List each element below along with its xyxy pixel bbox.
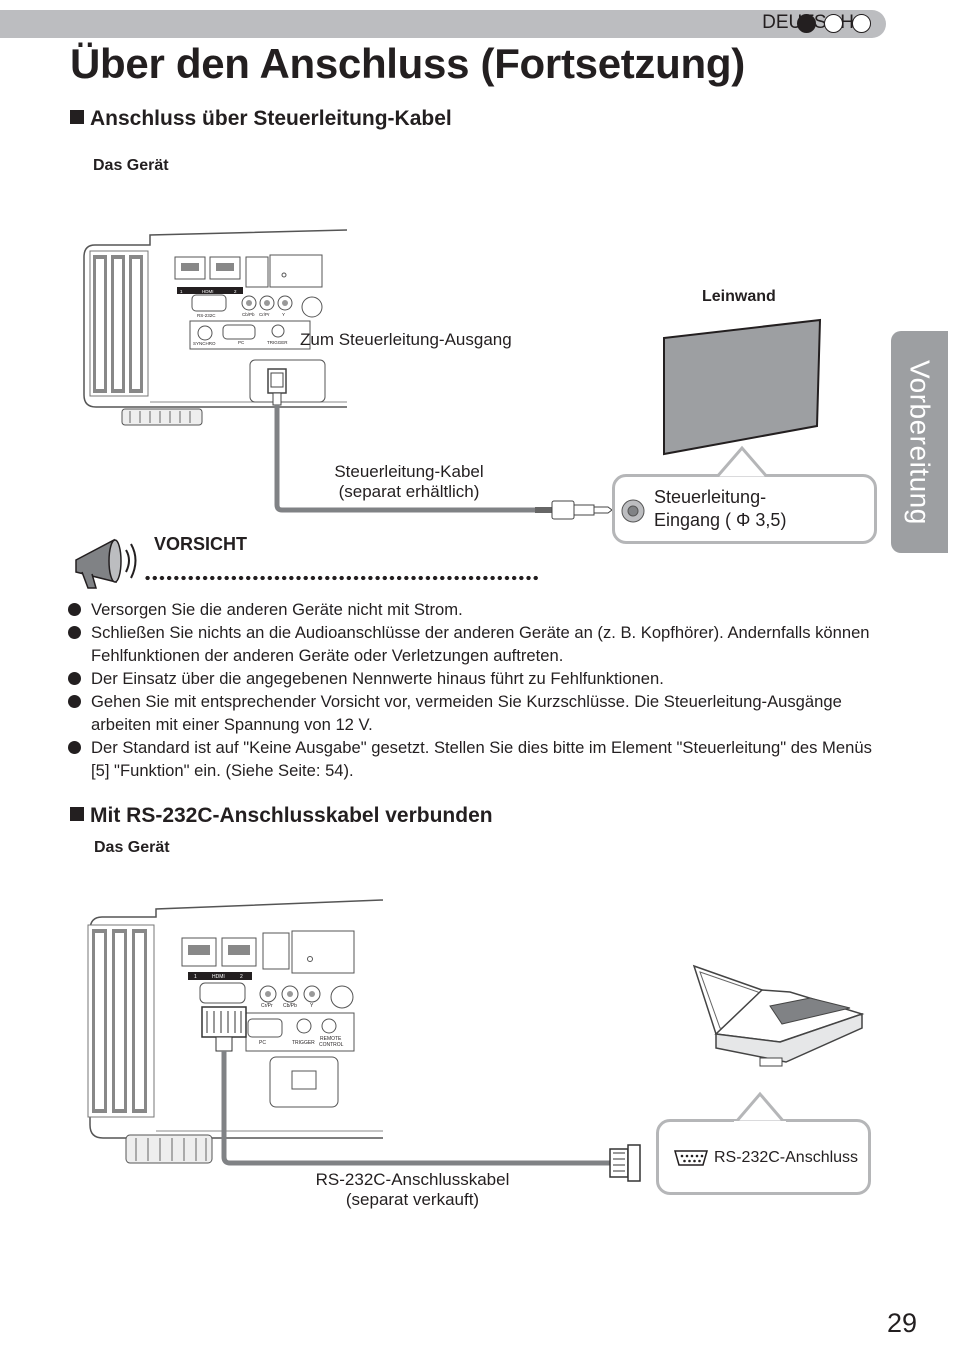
svg-text:Y: Y	[310, 1003, 314, 1009]
rs232c-cable-label: RS-232C-Anschlusskabel (separat verkauft…	[315, 1170, 510, 1209]
caution-heading: VORSICHT	[154, 534, 248, 554]
language-indicator-active	[797, 14, 816, 33]
svg-text:HDMI: HDMI	[202, 289, 214, 294]
svg-text:PC: PC	[238, 340, 245, 345]
rs232c-port-label: RS-232C-Anschluss	[714, 1149, 859, 1166]
panel-labels: 1 HDMI 2 Cr/Pr Cb/Pb Y PC TRIGGER REMOTE…	[194, 974, 344, 1048]
projector-control-cable-diagram: 1 HDMI 2 RS-232C Cb/Pb Cr/Pr Y SYNCHRO P…	[83, 229, 613, 520]
section-heading-rs232c: Mit RS-232C-Anschlusskabel verbunden	[70, 804, 493, 828]
svg-text:RS-232C: RS-232C	[197, 313, 216, 318]
section-heading-control-cable: Anschluss über Steuerleitung-Kabel	[70, 107, 452, 131]
megaphone-icon	[75, 538, 137, 589]
jack-icon	[621, 499, 645, 523]
list-item: Der Standard ist auf "Keine Ausgabe" ges…	[68, 736, 888, 782]
svg-text:TRIGGER: TRIGGER	[292, 1040, 315, 1046]
svg-text:2: 2	[240, 974, 243, 980]
svg-text:Cb/Pb: Cb/Pb	[283, 1003, 297, 1009]
svg-text:2: 2	[234, 289, 237, 294]
svg-text:Cb/Pb: Cb/Pb	[242, 312, 255, 317]
callout-pointer	[714, 445, 770, 480]
svg-text:1: 1	[194, 974, 197, 980]
svg-text:SYNCHRO: SYNCHRO	[193, 341, 216, 346]
laptop-image	[692, 964, 865, 1067]
svg-text:Cr/Pr: Cr/Pr	[259, 312, 270, 317]
svg-text:CONTROL: CONTROL	[319, 1042, 344, 1048]
list-item: Versorgen Sie die anderen Geräte nicht m…	[68, 598, 888, 621]
page-number: 29	[886, 1308, 917, 1338]
list-item: Gehen Sie mit entsprechender Vorsicht vo…	[68, 690, 888, 736]
side-tab	[891, 331, 948, 553]
svg-text:Y: Y	[282, 312, 285, 317]
panel-labels: 1 HDMI 2 RS-232C Cb/Pb Cr/Pr Y SYNCHRO P…	[180, 289, 288, 346]
list-item: Schließen Sie nichts an die Audioanschlü…	[68, 621, 888, 667]
page-title: Über den Anschluss (Fortsetzung)	[70, 40, 745, 87]
screen-label: Leinwand	[702, 288, 776, 305]
svg-text:Cr/Pr: Cr/Pr	[261, 1003, 273, 1009]
language-bar	[0, 10, 886, 38]
serial-port-icon	[674, 1150, 708, 1166]
svg-text:1: 1	[180, 289, 183, 294]
output-label: Zum Steuerleitung-Ausgang	[300, 330, 512, 349]
input-label: Steuerleitung- Eingang ( Φ 3,5)	[654, 487, 787, 530]
language-indicator	[852, 14, 871, 33]
svg-text:TRIGGER: TRIGGER	[267, 340, 288, 345]
dotted-divider	[144, 574, 539, 582]
svg-text:HDMI: HDMI	[212, 974, 225, 980]
language-indicator	[824, 14, 843, 33]
caution-list: Versorgen Sie die anderen Geräte nicht m…	[68, 598, 888, 782]
projector-rs232c-diagram: 1 HDMI 2 Cr/Pr Cb/Pb Y PC TRIGGER REMOTE…	[87, 899, 641, 1182]
svg-text:PC: PC	[259, 1040, 266, 1046]
list-item: Der Einsatz über die angegebenen Nennwer…	[68, 667, 888, 690]
callout-pointer	[734, 1091, 786, 1124]
svg-text:REMOTE: REMOTE	[320, 1036, 342, 1042]
device-label: Das Gerät	[93, 157, 169, 174]
screen-image	[663, 318, 822, 456]
cable-label: Steuerleitung-Kabel (separat erhältlich)	[334, 462, 484, 501]
device-label: Das Gerät	[94, 839, 170, 856]
side-tab-label: Vorbereitung	[904, 359, 936, 525]
